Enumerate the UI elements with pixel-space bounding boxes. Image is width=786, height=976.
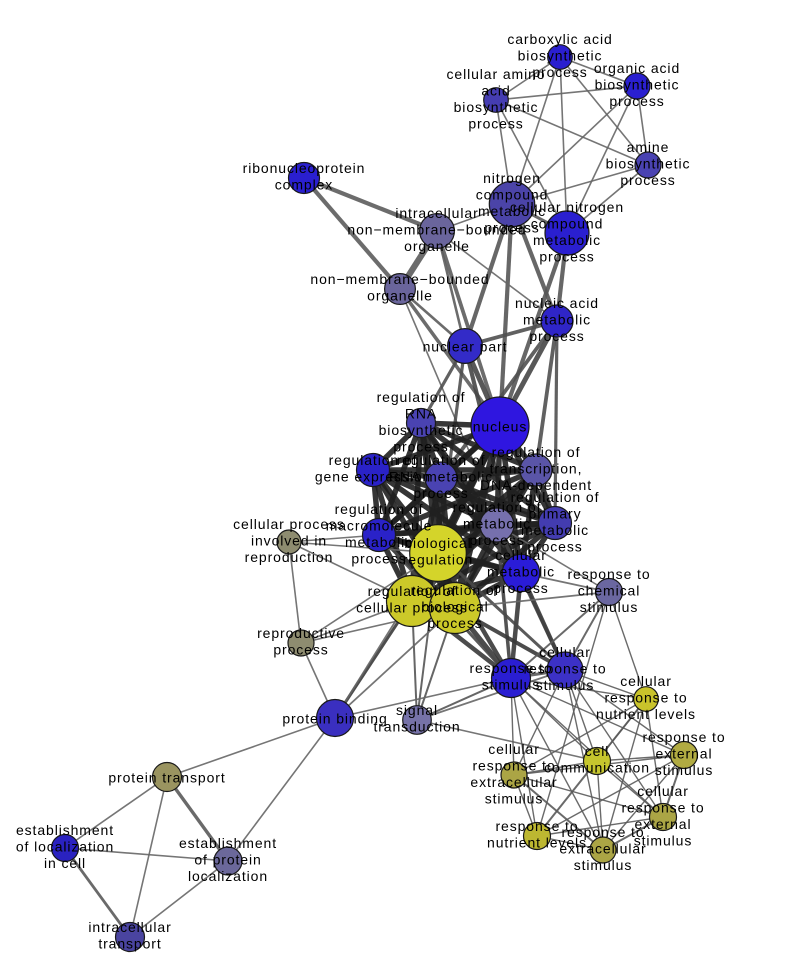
svg-text:protein binding: protein binding xyxy=(282,711,387,727)
svg-text:nucleus: nucleus xyxy=(473,419,528,435)
svg-text:nuclear part: nuclear part xyxy=(423,339,508,355)
svg-text:protein transport: protein transport xyxy=(108,770,225,786)
